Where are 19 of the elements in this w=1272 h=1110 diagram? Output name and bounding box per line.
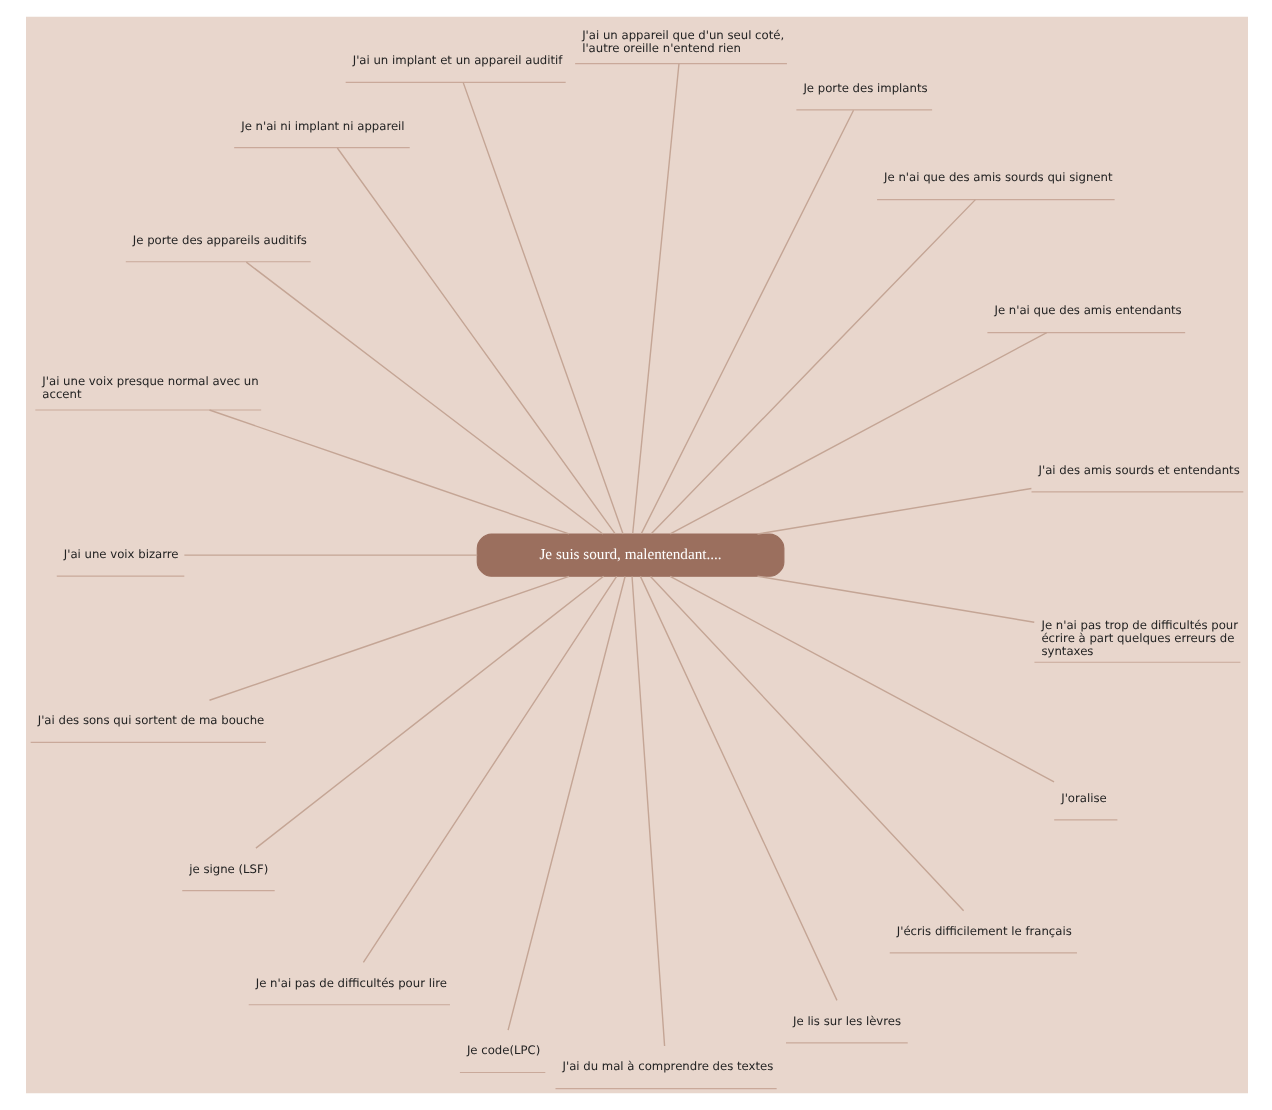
connector — [668, 331, 1047, 535]
connector — [649, 198, 976, 535]
connector — [755, 575, 1034, 623]
connector — [755, 487, 1032, 535]
connector — [630, 63, 679, 535]
connector — [461, 81, 623, 535]
connector — [648, 575, 964, 912]
connector — [668, 575, 1054, 783]
connector — [638, 575, 837, 1002]
connector — [254, 575, 604, 849]
connector — [639, 109, 854, 535]
connector — [182, 554, 477, 556]
connector — [630, 575, 665, 1047]
connector — [207, 409, 569, 535]
connector — [335, 147, 615, 535]
connector — [244, 261, 603, 535]
connector — [506, 575, 625, 1031]
connector — [207, 575, 569, 701]
connector — [361, 575, 617, 964]
